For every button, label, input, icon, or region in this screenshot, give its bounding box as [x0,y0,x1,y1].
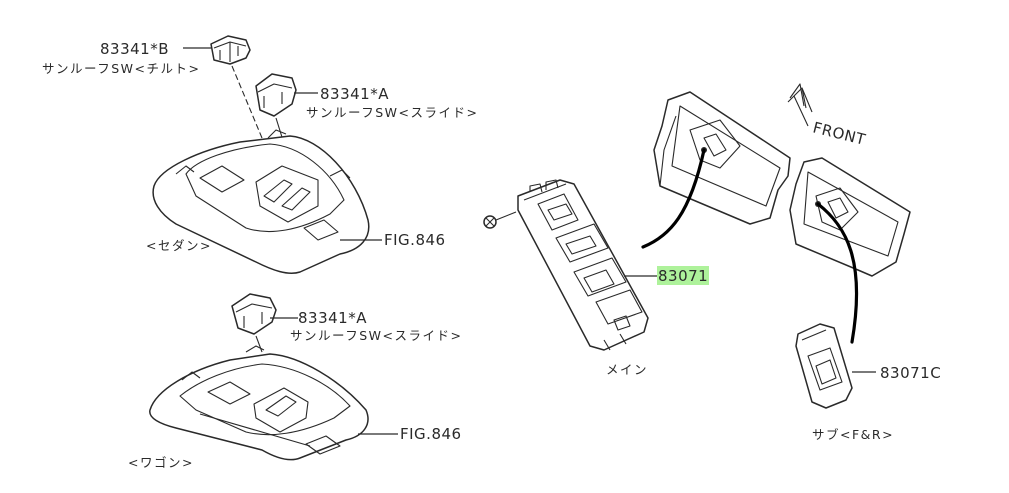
sub-switch-part-number: 83071C [880,364,941,382]
fig-ref-wagon: FIG.846 [400,425,462,443]
rear-door-trim [789,157,911,277]
tilt-switch-part-number: 83341*B [100,40,169,58]
main-switch-assembly [483,179,649,351]
tilt-switch-part [210,35,251,65]
main-switch-part-number[interactable]: 83071 [658,267,708,285]
sub-switch-part [795,323,853,409]
main-switch-wire [641,148,706,249]
main-switch-body [517,179,649,351]
front-direction-arrow-icon [787,83,813,127]
slide-switch-wagon-part-number: 83341*A [298,309,367,327]
sedan-console-body [152,129,370,274]
screw-part [483,211,517,229]
tilt-switch-description: サンルーフSW<チルト> [42,61,201,76]
slide-switch-part-sedan [255,73,297,117]
main-switch-highlight [657,266,709,285]
variant-label-sedan: <セダン> [146,238,212,253]
fig-ref-sedan: FIG.846 [384,231,446,249]
main-switch-description: メイン [606,362,648,377]
sub-switch-wire [816,202,859,344]
wagon-console-assembly [149,293,369,461]
sedan-console-assembly [152,35,370,274]
front-door-trim [653,91,791,225]
front-direction-label: FRONT [811,118,868,149]
slide-switch-wagon-description: サンルーフSW<スライド> [290,328,463,343]
sub-switch-description: サブ<F&R> [812,427,894,442]
slide-switch-part-wagon [231,293,277,335]
wagon-console-body [149,345,369,461]
slide-switch-sedan-part-number: 83341*A [320,85,389,103]
variant-label-wagon: <ワゴン> [128,455,194,470]
slide-switch-sedan-description: サンルーフSW<スライド> [306,105,479,120]
